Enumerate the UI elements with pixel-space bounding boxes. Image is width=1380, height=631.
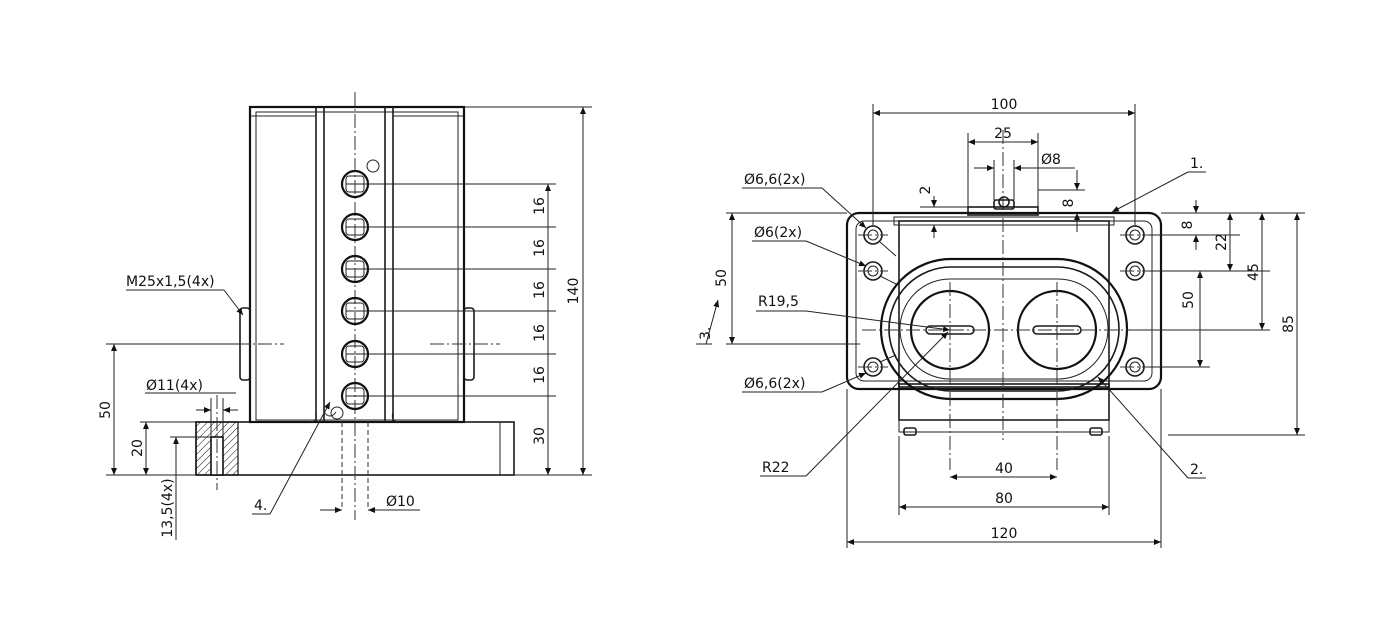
top-view: 100 25 Ø8 2 8 8 22 45 bbox=[696, 97, 1305, 548]
dim-100: 100 bbox=[991, 97, 1018, 113]
dim-50l: 50 bbox=[714, 269, 730, 287]
label-hole-top: Ø6,6(2x) bbox=[744, 172, 805, 188]
label-thread: M25x1,5(4x) bbox=[126, 274, 215, 290]
side-view: 16 16 16 16 16 30 140 50 20 13,5(4x) Ø11… bbox=[98, 92, 592, 540]
callout-1: 1. bbox=[1190, 156, 1203, 172]
housing-body bbox=[248, 105, 466, 424]
dim-45: 45 bbox=[1246, 263, 1262, 281]
dim-left-20: 20 bbox=[130, 439, 146, 457]
dim-pitch-3: 16 bbox=[532, 281, 548, 299]
dim-pitch-5: 16 bbox=[532, 366, 548, 384]
dim-base-30: 30 bbox=[532, 427, 548, 445]
label-pin-10: Ø10 bbox=[386, 494, 415, 510]
dim-pitch-4: 16 bbox=[532, 324, 548, 342]
dim-85: 85 bbox=[1281, 315, 1297, 333]
label-hole-bot: Ø6,6(2x) bbox=[744, 376, 805, 392]
top-body bbox=[898, 220, 1110, 388]
dim-120: 120 bbox=[991, 526, 1018, 542]
dim-left-50: 50 bbox=[98, 401, 114, 419]
dim-d8: Ø8 bbox=[1041, 152, 1061, 168]
flange-plate bbox=[845, 211, 1163, 391]
label-r22: R22 bbox=[762, 460, 790, 476]
callout-3: 3. bbox=[698, 327, 714, 340]
callout-4: 4. bbox=[254, 498, 267, 514]
dim-8b: 8 bbox=[1180, 221, 1196, 230]
dim-2: 2 bbox=[918, 186, 934, 195]
dim-50r: 50 bbox=[1181, 291, 1197, 309]
dim-22: 22 bbox=[1214, 233, 1230, 251]
label-hole-mid: Ø6(2x) bbox=[754, 225, 802, 241]
dim-height-140: 140 bbox=[566, 278, 582, 305]
dim-25: 25 bbox=[994, 126, 1012, 142]
label-r195: R19,5 bbox=[758, 294, 799, 310]
dim-counterbore: 13,5(4x) bbox=[160, 478, 176, 537]
label-hole-11: Ø11(4x) bbox=[146, 378, 203, 394]
dim-80: 80 bbox=[995, 491, 1013, 507]
dim-8a: 8 bbox=[1061, 199, 1077, 208]
slot-outer bbox=[879, 257, 1129, 401]
callout-2: 2. bbox=[1190, 462, 1203, 478]
dim-pitch-1: 16 bbox=[532, 197, 548, 215]
dim-40: 40 bbox=[995, 461, 1013, 477]
dim-pitch-2: 16 bbox=[532, 239, 548, 257]
